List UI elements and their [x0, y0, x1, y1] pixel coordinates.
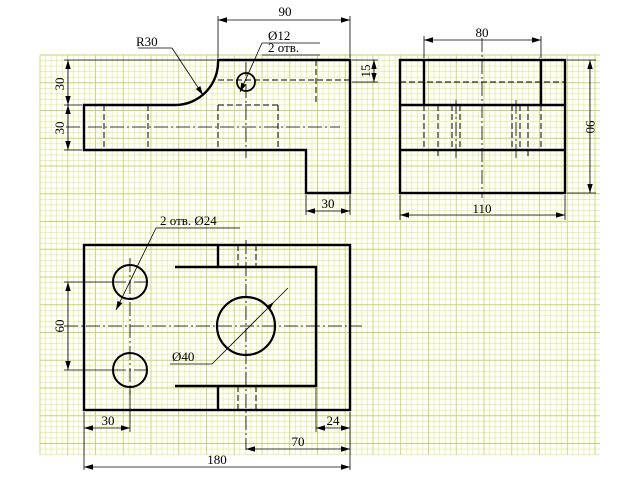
dim-side-height: 90: [583, 121, 598, 134]
dim-front-hole: Ø12: [268, 28, 290, 43]
bore-leader: [273, 287, 289, 303]
dim-front-hole-count: 2 отв.: [268, 40, 299, 55]
dim-front-lower-height: 30: [52, 122, 67, 135]
hole-leader: [239, 42, 263, 93]
side-view: 80 90 110: [398, 25, 598, 220]
dim-side-width: 110: [472, 201, 491, 216]
front-view-outline: [82, 58, 352, 195]
radius-leader: [171, 47, 204, 96]
dim-top-bore: Ø40: [172, 349, 194, 364]
dim-top-right-offset: 24: [327, 413, 341, 428]
dim-top-left-offset: 30: [102, 413, 115, 428]
top-view: 2 отв. Ø24 60 Ø40 30 24 70 180: [52, 213, 362, 470]
dim-front-foot: 30: [322, 196, 335, 211]
dim-side-top: 80: [476, 25, 489, 40]
top-slot-outline: [175, 265, 318, 388]
bore-leader: [211, 301, 275, 365]
front-view: 90 R30 Ø12 2 отв. 30 30 15 30: [52, 4, 378, 215]
side-view-outline: [398, 58, 567, 195]
dim-front-width: 90: [279, 4, 292, 19]
major-grid: [39, 54, 600, 455]
dim-top-hole-spacing: 60: [52, 320, 67, 333]
minor-grid: [40, 55, 600, 455]
dim-front-step: 15: [358, 65, 373, 78]
dim-top-length: 180: [207, 452, 227, 467]
dim-top-holes: 2 отв. Ø24: [160, 213, 217, 228]
dim-front-upper-height: 30: [52, 78, 67, 91]
dim-front-radius: R30: [136, 34, 158, 49]
dim-top-bore-offset: 70: [292, 434, 305, 449]
holes-leader: [115, 227, 157, 311]
